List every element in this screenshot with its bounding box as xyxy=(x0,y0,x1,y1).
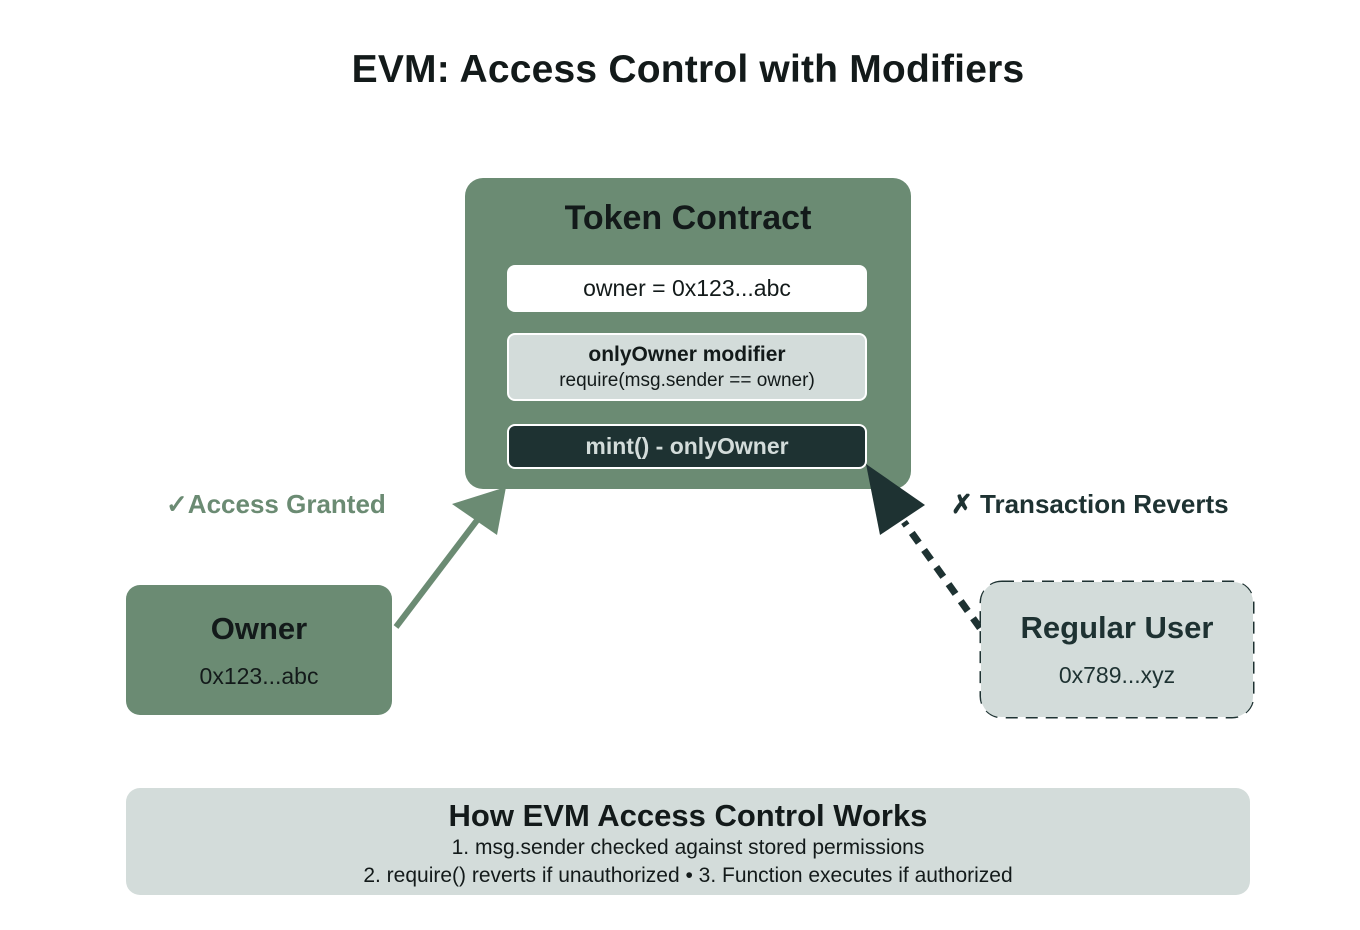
diagram-title: EVM: Access Control with Modifiers xyxy=(351,48,1025,91)
token-contract-title: Token Contract xyxy=(564,199,812,237)
transaction-reverts-label: ✗ Transaction Reverts xyxy=(951,489,1229,520)
granted-arrow-line xyxy=(393,517,481,629)
reverts-arrow xyxy=(866,464,983,631)
check-icon: ✓ xyxy=(166,489,188,519)
owner-state-variable: owner = 0x123...abc xyxy=(507,265,867,312)
regular-user-box: Regular User 0x789...xyz xyxy=(981,582,1253,717)
regular-user-title: Regular User xyxy=(1020,610,1214,645)
owner-address: 0x123...abc xyxy=(199,663,319,689)
reverts-arrowhead xyxy=(866,464,925,535)
regular-user-address: 0x789...xyz xyxy=(1058,662,1176,688)
owner-title: Owner xyxy=(210,611,308,646)
reverts-arrow-line xyxy=(901,519,983,631)
owner-box: Owner 0x123...abc xyxy=(126,585,392,715)
only-owner-modifier: onlyOwner modifier require(msg.sender ==… xyxy=(507,333,867,401)
modifier-code: require(msg.sender == owner) xyxy=(559,370,815,391)
mint-function: mint() - onlyOwner xyxy=(507,424,867,469)
access-granted-label: ✓Access Granted xyxy=(166,489,386,520)
info-panel: How EVM Access Control Works 1. msg.send… xyxy=(126,788,1250,895)
info-title: How EVM Access Control Works xyxy=(448,798,928,833)
access-granted-text: Access Granted xyxy=(187,489,386,519)
granted-arrowhead xyxy=(452,487,506,535)
modifier-title: onlyOwner modifier xyxy=(588,343,786,366)
transaction-reverts-text: Transaction Reverts xyxy=(980,489,1229,519)
info-line-2: 2. require() reverts if unauthorized • 3… xyxy=(363,864,1013,887)
cross-icon: ✗ xyxy=(951,489,973,519)
granted-arrow xyxy=(393,487,506,629)
info-line-1: 1. msg.sender checked against stored per… xyxy=(451,836,925,859)
